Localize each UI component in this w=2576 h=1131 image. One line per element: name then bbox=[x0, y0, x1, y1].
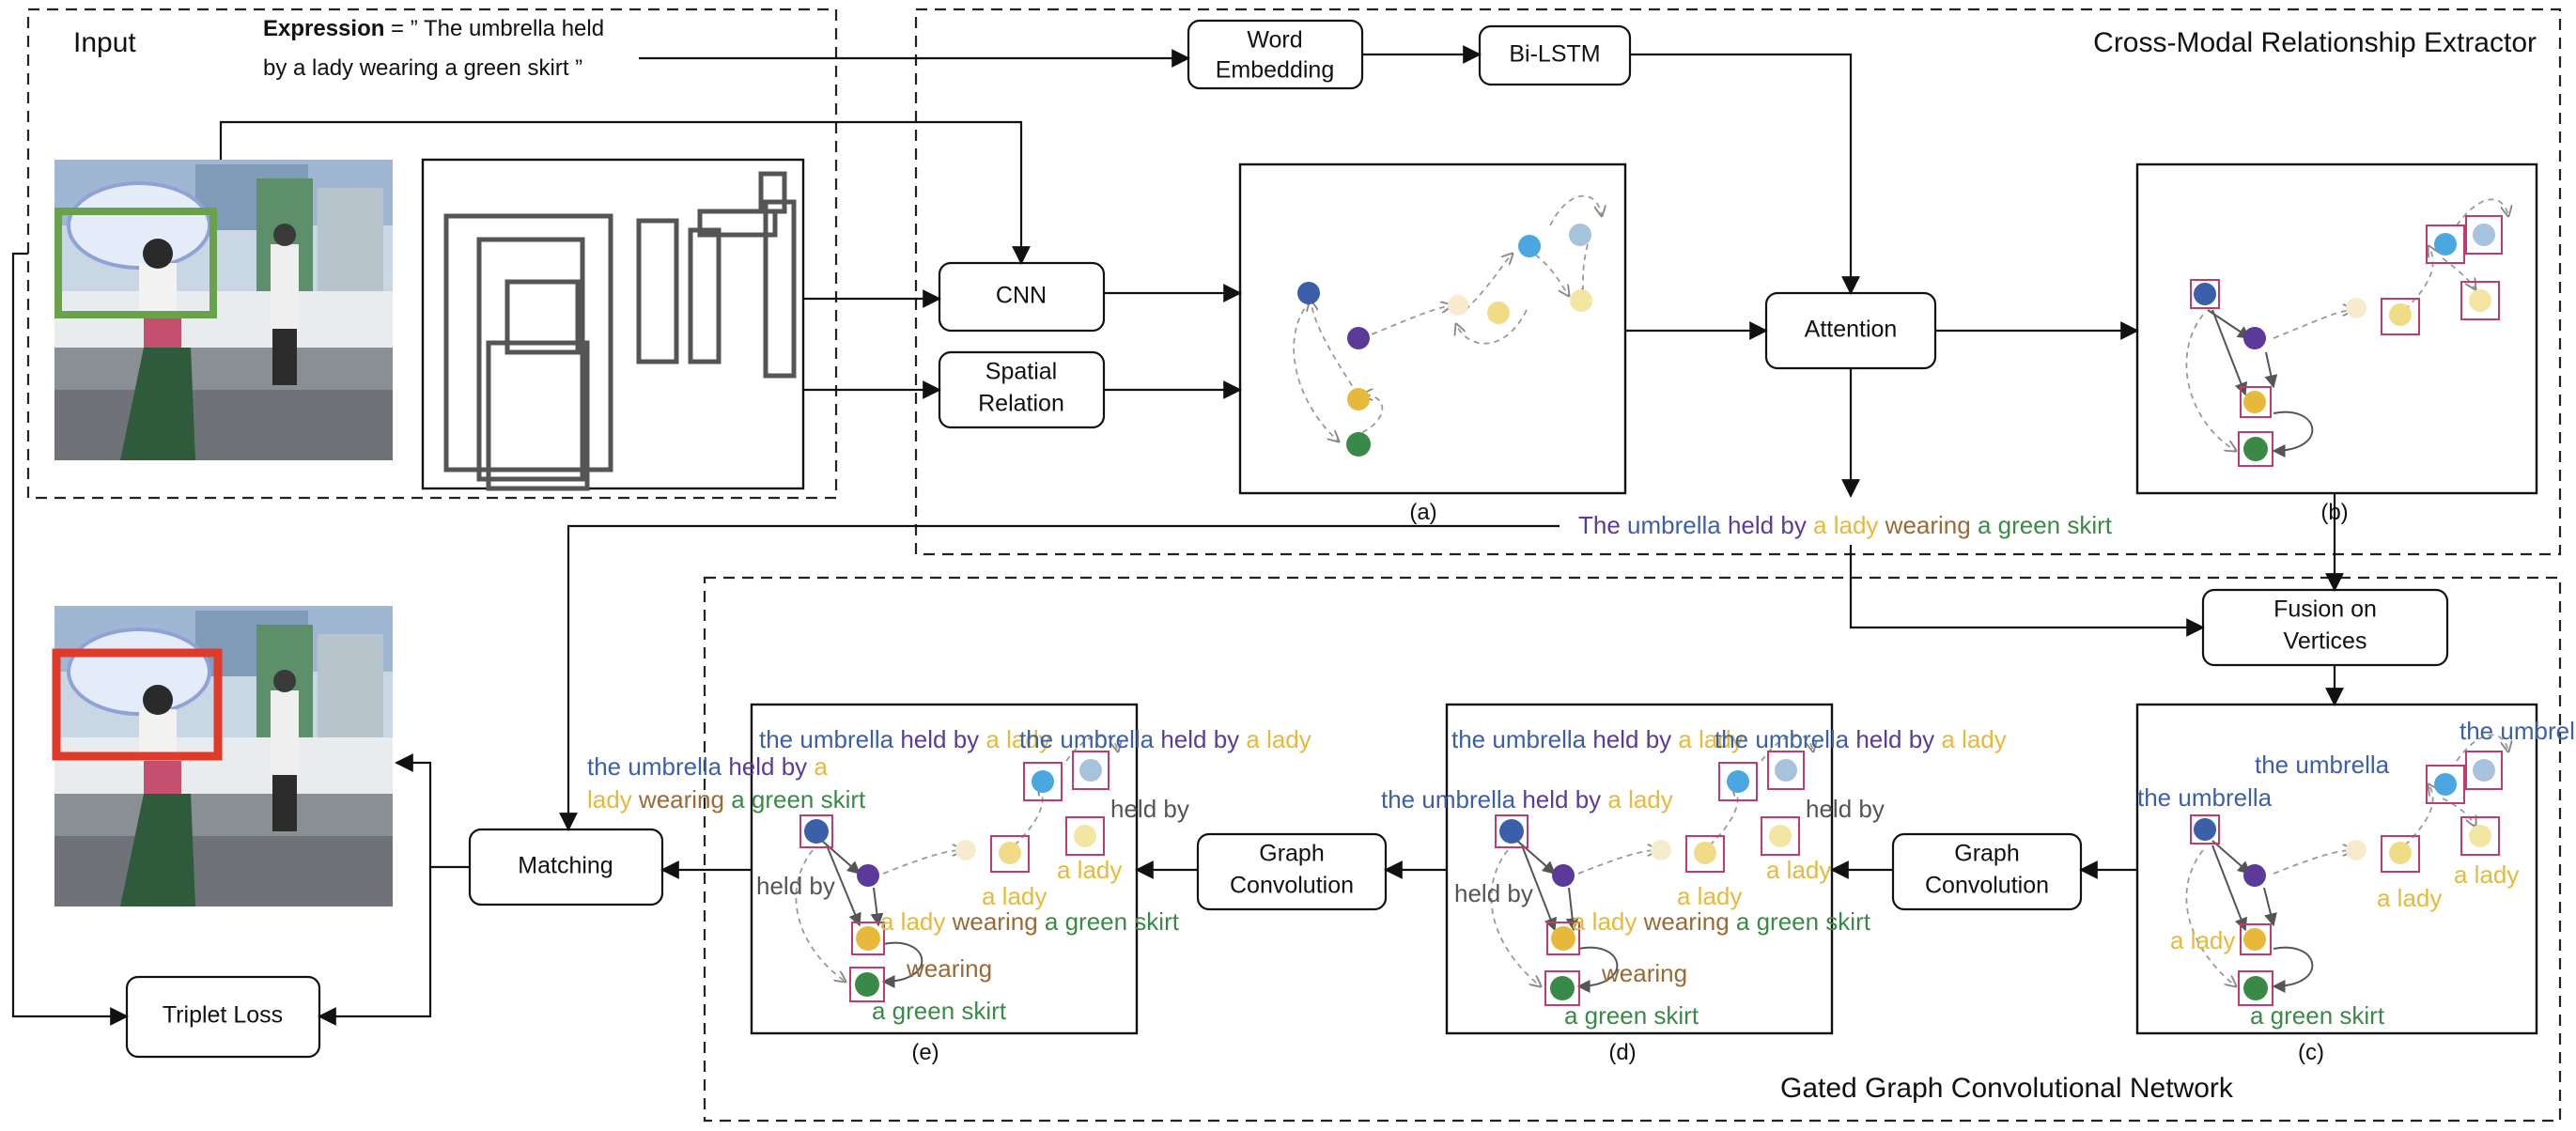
sentence-green-skirt: a green skirt bbox=[1978, 511, 2113, 539]
graph-conv-right-line1: Graph bbox=[1954, 841, 2019, 867]
expression-label: Expression bbox=[263, 16, 384, 41]
sentence-wearing: wearing bbox=[1878, 511, 1978, 539]
graph-b bbox=[2185, 198, 2508, 467]
d-lady-right: a lady bbox=[1766, 856, 1831, 884]
e-held-by-right: held by bbox=[1110, 795, 1189, 823]
d-held-by-right: held by bbox=[1806, 795, 1885, 823]
graph-d: the umbrella held by a lady the umbrella… bbox=[1381, 725, 2007, 1030]
word-embedding-button[interactable]: Word Embedding bbox=[1187, 19, 1364, 90]
fusion-line1: Fusion on bbox=[2273, 596, 2377, 623]
fusion-on-vertices-button[interactable]: Fusion on Vertices bbox=[2201, 588, 2449, 667]
e-held-by-left: held by bbox=[756, 872, 835, 900]
detected-box bbox=[54, 208, 217, 318]
panel-a-label: (a) bbox=[1409, 500, 1436, 525]
d-top-left: the umbrella held by a lady bbox=[1451, 725, 1744, 753]
bilstm-label: Bi-LSTM bbox=[1509, 41, 1600, 68]
spatial-relation-button[interactable]: Spatial Relation bbox=[938, 350, 1106, 429]
cnn-label: CNN bbox=[996, 283, 1047, 309]
ggcn-title: Gated Graph Convolutional Network bbox=[1780, 1073, 2234, 1104]
cnn-button[interactable]: CNN bbox=[938, 261, 1106, 333]
bilstm-button[interactable]: Bi-LSTM bbox=[1478, 24, 1632, 86]
expression-line1: = ” The umbrella held bbox=[384, 16, 604, 41]
triplet-loss-label: Triplet Loss bbox=[163, 1002, 283, 1029]
c-lady-right: a lady bbox=[2454, 860, 2519, 889]
panel-c-label: (c) bbox=[2298, 1040, 2324, 1065]
attention-button[interactable]: Attention bbox=[1764, 291, 1937, 370]
colored-sentence: The umbrella held by a lady wearing a gr… bbox=[1578, 511, 2113, 539]
expression-text: Expression = ” The umbrella held bbox=[263, 16, 604, 41]
graph-convolution-button-left[interactable]: Graph Convolution bbox=[1196, 832, 1388, 911]
panel-d-label: (d) bbox=[1608, 1040, 1636, 1065]
c-umbrella-top: the umbrella bbox=[2460, 717, 2576, 745]
c-lady-mid: a lady bbox=[2377, 884, 2442, 912]
matching-label: Matching bbox=[518, 853, 613, 879]
output-photo bbox=[52, 606, 393, 906]
input-photo bbox=[54, 160, 393, 460]
sentence-the: The bbox=[1578, 511, 1627, 539]
d-top-right: the umbrella held by a lady bbox=[1715, 725, 2007, 753]
e-lady-right: a lady bbox=[1057, 856, 1122, 884]
e-left-line1: the umbrella held by a bbox=[587, 752, 828, 781]
graph-c: the umbrella the umbrella the umbrella a… bbox=[2137, 717, 2576, 1030]
panel-e-label: (e) bbox=[911, 1040, 939, 1065]
c-skirt: a green skirt bbox=[2250, 1001, 2385, 1030]
graph-conv-left-line1: Graph bbox=[1259, 841, 1324, 867]
input-label: Input bbox=[73, 27, 136, 58]
graph-panel-b bbox=[2135, 163, 2538, 495]
matching-button[interactable]: Matching bbox=[468, 828, 664, 906]
e-lady-mid: a lady bbox=[982, 882, 1047, 910]
e-wearing: wearing bbox=[906, 954, 992, 983]
graph-panel-c bbox=[2135, 703, 2538, 1035]
region-proposals bbox=[443, 171, 797, 491]
graph-a bbox=[1293, 194, 1602, 457]
c-umbrella-mid: the umbrella bbox=[2255, 751, 2390, 779]
d-skirt: a green skirt bbox=[1564, 1001, 1699, 1030]
e-skirt: a green skirt bbox=[872, 997, 1007, 1025]
expression-line2: by a lady wearing a green skirt ” bbox=[263, 55, 582, 81]
graph-conv-left-line2: Convolution bbox=[1230, 873, 1354, 899]
graph-conv-right-line2: Convolution bbox=[1925, 873, 2049, 899]
d-wearing-line: a lady wearing a green skirt bbox=[1572, 907, 1871, 936]
e-top-left: the umbrella held by a lady bbox=[759, 725, 1051, 753]
d-mid-left: the umbrella held by a lady bbox=[1381, 785, 1673, 813]
c-umbrella-left: the umbrella bbox=[2137, 783, 2273, 812]
spatial-line1: Spatial bbox=[985, 359, 1057, 385]
attention-label: Attention bbox=[1805, 317, 1898, 343]
spatial-line2: Relation bbox=[978, 391, 1064, 417]
d-wearing: wearing bbox=[1601, 959, 1687, 987]
graph-e: the umbrella held by a lady the umbrella… bbox=[587, 725, 1311, 1025]
graph-panel-a bbox=[1238, 163, 1627, 495]
sentence-held-by: held by bbox=[1721, 511, 1813, 539]
c-lady-left: a lady bbox=[2170, 926, 2235, 954]
d-lady-mid: a lady bbox=[1677, 882, 1742, 910]
sentence-a-lady: a lady bbox=[1813, 511, 1878, 539]
word-embedding-line1: Word bbox=[1247, 27, 1302, 54]
e-wearing-line: a lady wearing a green skirt bbox=[880, 907, 1180, 936]
graph-convolution-button-right[interactable]: Graph Convolution bbox=[1891, 832, 2083, 911]
sentence-umbrella: umbrella bbox=[1627, 511, 1721, 539]
extractor-title: Cross-Modal Relationship Extractor bbox=[2093, 27, 2537, 58]
ggcn-region bbox=[703, 576, 2562, 1123]
d-held-by-left: held by bbox=[1454, 879, 1533, 907]
triplet-loss-button[interactable]: Triplet Loss bbox=[125, 975, 321, 1059]
result-box bbox=[52, 648, 223, 761]
fusion-line2: Vertices bbox=[2284, 628, 2367, 655]
e-top-right: the umbrella held by a lady bbox=[1019, 725, 1311, 753]
flow-arrows bbox=[11, 45, 2344, 1026]
word-embedding-line2: Embedding bbox=[1216, 57, 1334, 84]
e-left-line2: lady wearing a green skirt bbox=[587, 785, 866, 813]
extractor-region bbox=[914, 8, 2562, 556]
